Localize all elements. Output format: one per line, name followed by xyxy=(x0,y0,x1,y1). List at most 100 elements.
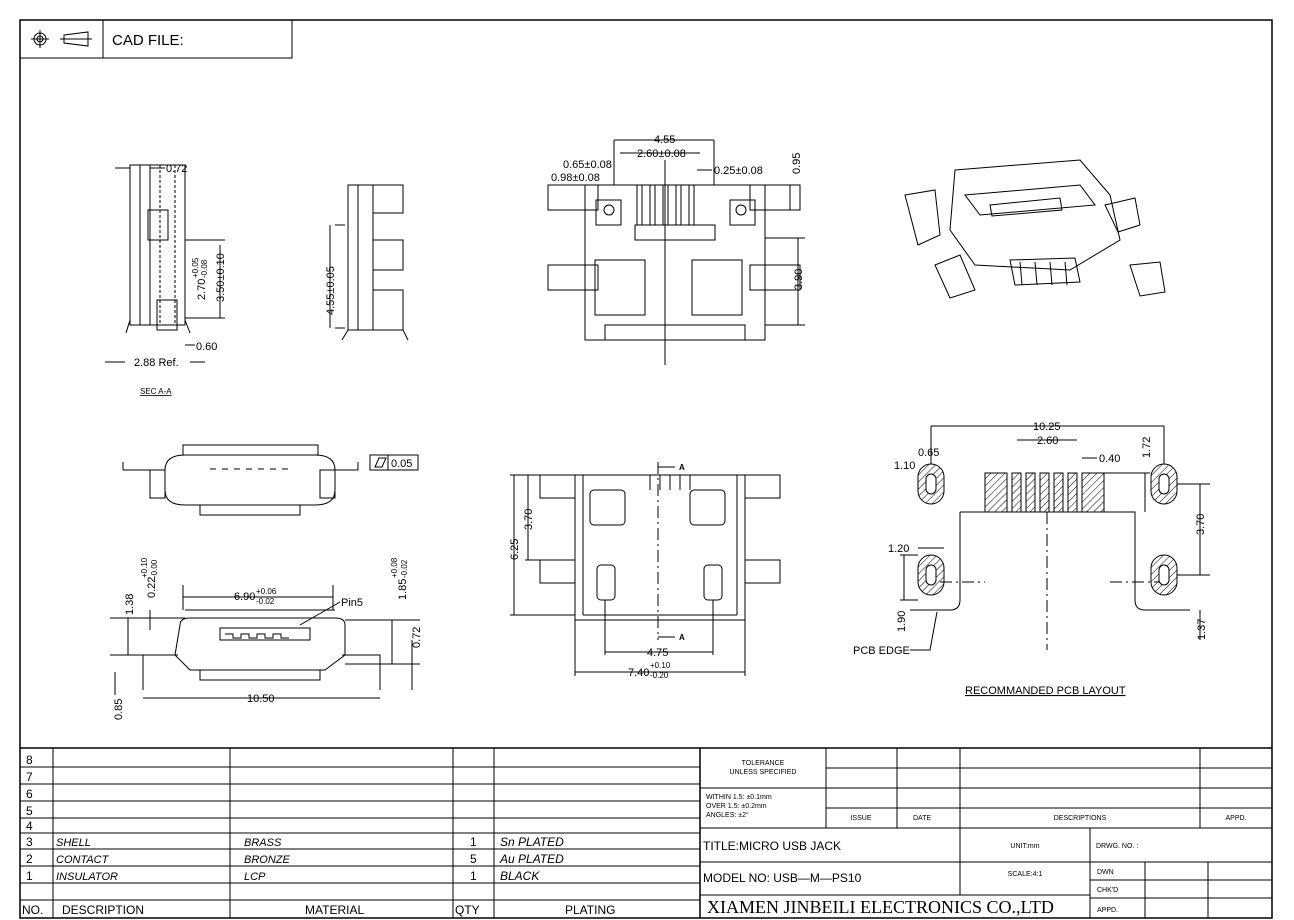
dim-tolerance: -0.02 xyxy=(400,559,409,578)
pin-label: Pin5 xyxy=(341,597,363,609)
dim-label: 1.72 xyxy=(1141,437,1153,458)
flatness-callout xyxy=(369,454,419,471)
dim-label: 3.90 xyxy=(793,269,805,290)
section-mark: A xyxy=(679,633,685,642)
bom-row: 1 INSULATOR LCP 1 BLACK xyxy=(26,869,540,883)
pcb-layout-view: 10.25 2.60 0.65 1.10 0.40 1.72 3.70 1.20… xyxy=(853,421,1210,697)
bom-cell-description: SHELL xyxy=(56,837,91,849)
side-view: 4.55±0.05 xyxy=(325,184,409,341)
appd-header: APPD. xyxy=(1225,815,1246,822)
tolerance-heading: TOLERANCE xyxy=(742,760,785,767)
bom-cell-no: 4 xyxy=(26,819,33,833)
dim-label: 2.70 xyxy=(196,279,208,300)
bom-cell-plating: BLACK xyxy=(500,869,540,883)
bom-header-qty: QTY xyxy=(455,903,480,917)
projection-symbol-icon xyxy=(31,30,49,48)
dim-label: 0.98±0.08 xyxy=(551,172,600,184)
flatness-value: 0.05 xyxy=(391,458,412,470)
bom-row: 4 xyxy=(26,819,33,833)
view-caption: SEC A-A xyxy=(140,387,172,396)
section-mark: A xyxy=(679,463,685,472)
dim-tolerance: -0.02 xyxy=(256,597,275,606)
dim-label: 10.50 xyxy=(247,693,275,705)
bom-cell-no: 5 xyxy=(26,804,33,818)
bom-row: 8 xyxy=(26,753,33,767)
dim-label: 0.65±0.08 xyxy=(563,159,612,171)
bom-cell-description: CONTACT xyxy=(56,854,110,866)
issue-header: ISSUE xyxy=(850,815,871,822)
dim-tolerance: -0.00 xyxy=(150,559,159,578)
front-view: 6.90 +0.06 -0.02 Pin5 1.38 0.22 +0.10 -0… xyxy=(110,557,423,720)
dim-label: 0.85 xyxy=(113,699,125,720)
dim-label: 3.50±0.10 xyxy=(215,253,227,302)
bom-cell-no: 3 xyxy=(26,835,33,849)
scale-label: SCALE:4:1 xyxy=(1008,871,1043,878)
title-block: TOLERANCE UNLESS SPECIFIED WITHIN 1.5: ±… xyxy=(700,748,1272,918)
bom-cell-no: 8 xyxy=(26,753,33,767)
descriptions-header: DESCRIPTIONS xyxy=(1054,815,1107,822)
dim-tolerance: -0.20 xyxy=(650,671,669,680)
company-name: XIAMEN JINBEILI ELECTRONICS CO.,LTD xyxy=(707,897,1054,917)
bom-cell-material: BRASS xyxy=(244,837,282,849)
dim-label: 2.60±0.08 xyxy=(637,148,686,160)
sheet-border xyxy=(19,19,1273,919)
tolerance-within: WITHIN 1.5: ±0.1mm xyxy=(706,794,772,801)
drawing-title: TITLE:MICRO USB JACK xyxy=(703,839,841,853)
dim-label: 3.70 xyxy=(523,509,535,530)
bom-cell-no: 2 xyxy=(26,852,33,866)
dim-label: 1.37 xyxy=(1196,619,1208,640)
drawing-number-label: DRWG. NO. : xyxy=(1096,843,1138,850)
dim-label: 0.72 xyxy=(166,163,187,175)
pcb-edge-label: PCB EDGE xyxy=(853,645,910,657)
dim-label: 1.20 xyxy=(888,543,909,555)
rear-view: 0.05 xyxy=(122,444,419,516)
dim-label: 4.55±0.05 xyxy=(325,266,337,315)
bom-cell-qty: 5 xyxy=(470,852,477,866)
dim-label: 2.60 xyxy=(1037,435,1058,447)
bom-cell-no: 7 xyxy=(26,770,33,784)
dim-label: 0.72 xyxy=(411,627,423,648)
unit-label: UNIT:mm xyxy=(1010,843,1039,850)
bom-header-plating: PLATING xyxy=(565,903,615,917)
bom-row: 5 xyxy=(26,804,33,818)
tolerance-angles: ANGLES: ±2° xyxy=(706,811,749,819)
cad-file-header: CAD FILE: xyxy=(19,19,293,59)
dim-label: 0.60 xyxy=(196,341,217,353)
bom-cell-description: INSULATOR xyxy=(56,871,118,883)
dim-label: 6.90 xyxy=(234,591,255,603)
dim-label: 0.22 xyxy=(146,577,158,598)
bom-cell-plating: Sn PLATED xyxy=(500,835,564,849)
dim-label: 1.85 xyxy=(397,579,409,600)
date-header: DATE xyxy=(913,815,931,822)
dim-label: 1.10 xyxy=(894,460,915,472)
dim-label: 3.70 xyxy=(1195,514,1207,535)
top-view: 4.55 2.60±0.08 0.65±0.08 0.98±0.08 0.25±… xyxy=(547,134,805,365)
isometric-view xyxy=(904,159,1166,299)
dim-label: 0.25±0.08 xyxy=(714,165,763,177)
bom-header-no: NO. xyxy=(22,903,43,917)
dim-label: 0.95 xyxy=(791,153,803,174)
dim-label: 7.40 xyxy=(628,667,649,679)
dim-label: 10.25 xyxy=(1033,421,1061,433)
bom-header-material: MATERIAL xyxy=(305,903,364,917)
dim-tolerance: +0.05 xyxy=(191,257,200,278)
bom-row: 7 xyxy=(26,770,33,784)
cad-file-label: CAD FILE: xyxy=(112,32,184,49)
bom-cell-qty: 1 xyxy=(470,869,477,883)
bom-cell-no: 6 xyxy=(26,787,33,801)
dim-label: 4.55 xyxy=(654,134,675,146)
bom-cell-no: 1 xyxy=(26,869,33,883)
dim-label: 1.38 xyxy=(124,594,136,615)
dim-label: 4.75 xyxy=(647,647,668,659)
dwn-label: DWN xyxy=(1097,869,1114,876)
bom-cell-material: BRONZE xyxy=(244,854,291,866)
dim-label: 6.25 xyxy=(509,539,521,560)
dim-label: 2.88 Ref. xyxy=(134,357,179,369)
first-angle-cone-icon xyxy=(60,31,92,47)
bom-cell-material: LCP xyxy=(244,871,266,883)
view-caption: RECOMMANDED PCB LAYOUT xyxy=(965,685,1126,697)
